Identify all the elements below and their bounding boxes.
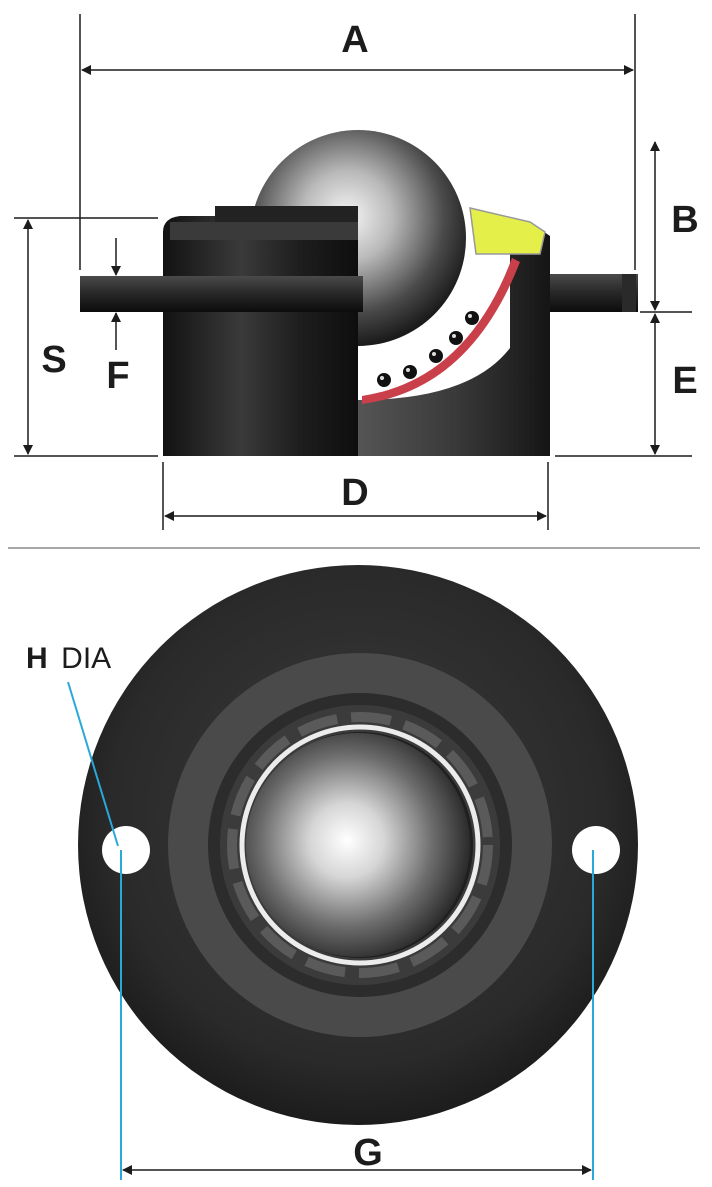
top-view: H DIA G (26, 565, 638, 1180)
yellow-seal (469, 207, 546, 255)
hole-diameter-letter: H (26, 642, 48, 675)
mounting-hole-right (572, 826, 620, 874)
hole-diameter-leader (67, 681, 119, 847)
body-right-half (358, 222, 550, 456)
dimension-d-label: D (341, 472, 368, 514)
dimension-f-label: F (106, 355, 129, 397)
side-view: A B E S F D (14, 14, 699, 530)
dimension-g-label: G (353, 1132, 383, 1174)
dimension-a-label: A (341, 19, 368, 61)
white-seal-ring (239, 724, 481, 966)
dimension-s-label: S (41, 339, 66, 381)
small-bearing-balls (377, 311, 479, 387)
top-ball (246, 733, 470, 957)
hole-diameter-label: H DIA (26, 642, 111, 675)
dimension-b-label: B (671, 199, 698, 241)
mounting-hole-left (102, 826, 150, 874)
dimension-e-label: E (672, 360, 697, 402)
hole-diameter-suffix: DIA (61, 642, 111, 675)
